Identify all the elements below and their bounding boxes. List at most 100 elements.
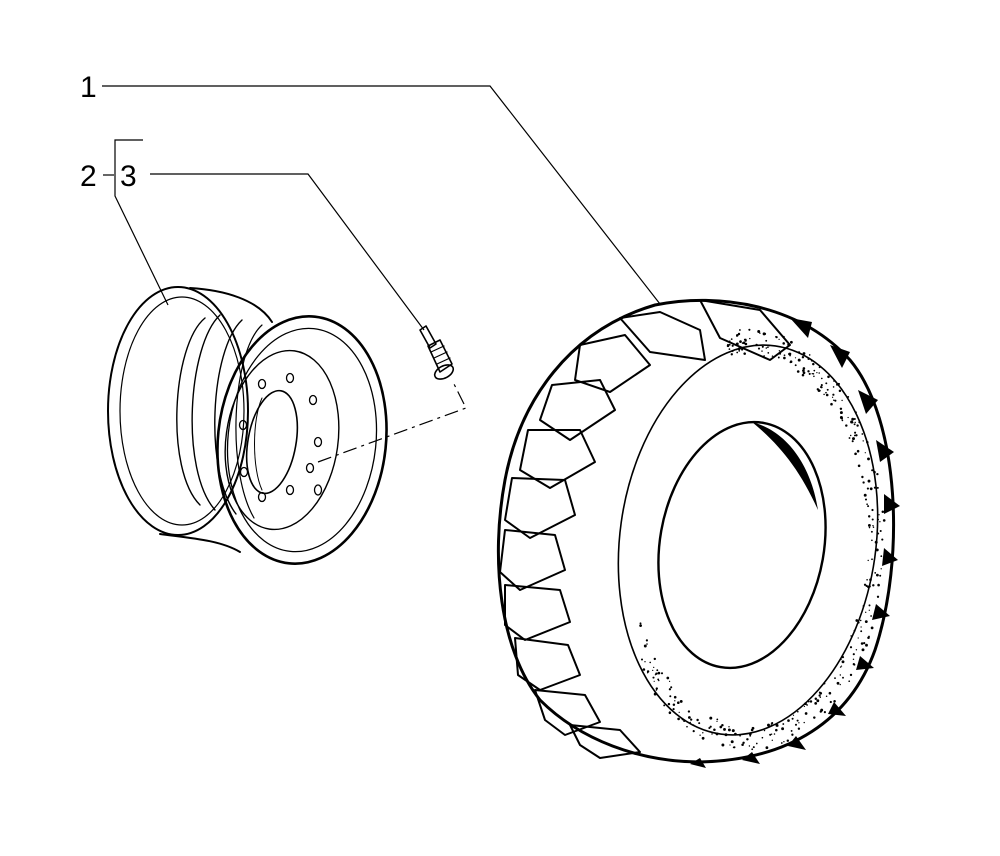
stipple-dot [777,356,780,359]
stipple-dot [834,677,836,680]
stipple-dot [749,337,751,340]
stipple-dot [848,680,851,683]
stipple-dot [698,722,701,725]
stipple-dot [746,738,749,741]
stipple-dot [860,626,862,628]
stipple-dot [672,703,676,706]
rim-groove-3 [214,319,243,515]
stipple-dot [727,728,731,732]
shoulder-tooth [742,752,760,764]
tyre-stipple-shading [639,328,886,751]
stipple-dot [732,350,734,353]
stipple-dot [873,486,876,489]
stipple-dot [868,635,870,638]
valve-hole [313,484,323,496]
stipple-dot [806,704,808,706]
stipple-dot [778,338,780,341]
stipple-dot [863,641,866,645]
stipple-dot [864,620,868,624]
stipple-dot [854,452,857,456]
stipple-dot [807,357,810,361]
stipple-dot [782,723,785,725]
stipple-dot [755,742,758,745]
stipple-dot [872,526,875,529]
stipple-dot [861,433,864,435]
stipple-dot [819,710,822,713]
stipple-dot [783,354,786,357]
stipple-dot [794,357,797,359]
stipple-dot [880,568,882,570]
stipple-dot [653,680,655,682]
stipple-dot [721,723,724,727]
stipple-dot [738,350,741,352]
stipple-dot [838,389,842,393]
stipple-dot [868,585,871,588]
rim-bolt-holes [238,372,323,503]
stipple-dot [767,723,770,727]
stipple-dot [839,683,841,686]
rim-back-flange [107,286,249,536]
shoulder-tooth [872,604,890,620]
stipple-dot [865,584,868,588]
stipple-dot [792,714,795,716]
stipple-dot [787,719,790,722]
stipple-dot [781,727,785,731]
stipple-dot [860,642,864,645]
valve-nut [433,364,455,380]
stipple-dot [856,424,859,427]
stipple-dot [723,727,726,731]
stipple-dot [866,487,869,490]
rim-front-flange-inner [226,327,378,553]
stipple-dot [737,347,741,351]
stipple-dot [770,733,773,735]
stipple-dot [867,479,871,483]
stipple-dot [767,352,770,354]
stipple-dot [813,369,816,372]
stipple-dot [733,746,736,749]
stipple-dot [857,621,860,624]
stipple-dot [807,370,810,373]
shoulder-tooth [788,736,806,750]
stipple-dot [771,355,774,357]
stipple-dot [666,676,670,680]
stipple-dot [670,686,673,689]
leader-line-valve [150,173,425,331]
stipple-dot [639,622,642,625]
stipple-dot [882,519,886,522]
stipple-dot [852,658,855,661]
tread-lug [504,584,571,641]
stipple-dot [812,372,815,375]
stipple-dot [739,340,742,343]
stipple-dot [870,626,874,630]
tread-lug [504,477,576,539]
stipple-dot [696,718,699,722]
stipple-dot [748,745,751,747]
stipple-dot [819,691,823,695]
stipple-dot [851,440,854,443]
stipple-dot [839,666,842,668]
stipple-dot [763,729,766,732]
stipple-dot [855,434,858,437]
stipple-dot [649,661,652,664]
stipple-dot [855,649,858,651]
stipple-dot [841,655,845,659]
stipple-dot [866,579,868,581]
stipple-dot [818,366,821,369]
stipple-dot [863,583,867,586]
stipple-dot [839,658,842,661]
stipple-dot [668,711,671,713]
stipple-dot [730,338,733,340]
stipple-dot [802,352,806,355]
stipple-dot [796,710,799,713]
stipple-dot [656,669,659,672]
stipple-dot [770,722,773,724]
stipple-dot [842,676,844,679]
stipple-dot [802,369,805,372]
callout-label-tyre: 1 [80,71,97,104]
stipple-dot [876,573,879,577]
stipple-dot [804,712,808,715]
shoulder-tooth [790,318,812,338]
stipple-dot [657,671,661,675]
stipple-dot [832,393,835,396]
